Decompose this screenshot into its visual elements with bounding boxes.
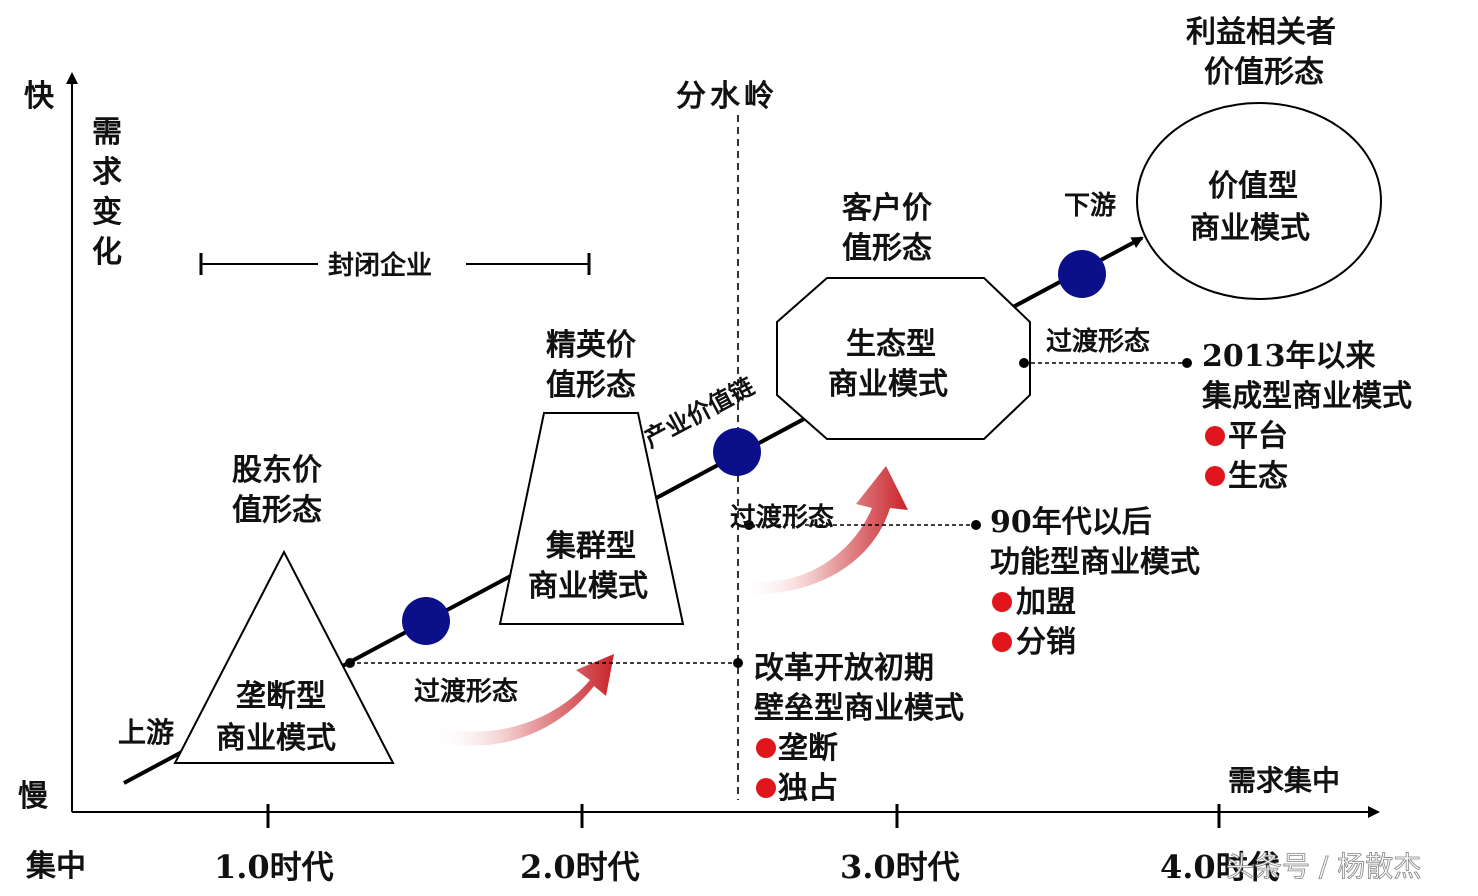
bullet-dot	[1205, 466, 1225, 486]
stage-form: 值形态	[232, 493, 322, 528]
cluster-model-shape	[498, 412, 685, 625]
bullet-text: 垄断	[778, 731, 838, 766]
bullet-text: 生态	[1228, 459, 1288, 494]
y-label-char: 化	[92, 235, 122, 270]
stage-form: 值形态	[842, 231, 932, 266]
stage-model: 商业模式	[528, 569, 648, 604]
transition-label: 过渡形态	[730, 502, 834, 533]
stage-model: 生态型	[846, 327, 936, 362]
upstream-label: 上游	[118, 716, 174, 749]
stage-form: 价值形态	[1204, 55, 1324, 90]
watermark: 头条号 / 杨散杰	[1226, 850, 1421, 883]
y-fast-label: 快	[24, 79, 55, 114]
transition-period: 改革开放初期	[754, 651, 934, 686]
x-start-label: 集中	[25, 849, 86, 884]
bullet-text: 平台	[1228, 419, 1288, 454]
transition-period: 90年代以后	[990, 505, 1152, 540]
transition-model: 壁垒型商业模式	[754, 691, 964, 726]
stage-form: 客户价	[842, 191, 932, 226]
transition-dot	[1019, 358, 1029, 368]
transition-arrow	[742, 466, 908, 595]
transition-label: 过渡形态	[414, 676, 518, 707]
bullet-text: 加盟	[1016, 585, 1076, 620]
bullet-text: 独占	[778, 771, 838, 806]
chain-node	[402, 597, 450, 645]
bullet-text: 分销	[1016, 625, 1076, 660]
bullet-dot	[756, 778, 776, 798]
stage-model: 商业模式	[1190, 211, 1310, 246]
stage-model: 集群型	[545, 529, 636, 564]
bullet-dot	[756, 738, 776, 758]
watershed-label: 分水岭	[676, 79, 778, 114]
value-model-shape	[1136, 102, 1382, 300]
ecosystem-model-shape	[776, 277, 1031, 440]
transition-model: 集成型商业模式	[1201, 379, 1412, 414]
bullet-dot	[1205, 426, 1225, 446]
era-label: 2.0时代	[520, 848, 640, 886]
stage-model: 商业模式	[216, 721, 336, 756]
stage-model: 价值型	[1208, 169, 1298, 204]
transition-dot	[971, 520, 981, 530]
transition-period: 2013年以来	[1202, 339, 1376, 374]
y-slow-label: 慢	[18, 779, 49, 814]
transition-dot	[733, 658, 743, 668]
transition-dot	[345, 658, 355, 668]
transition-label: 过渡形态	[1046, 326, 1150, 357]
stage-form: 利益相关者	[1186, 15, 1336, 50]
y-label-char: 需	[92, 115, 122, 150]
chain-node	[1058, 250, 1106, 298]
stage-model: 垄断型	[236, 679, 326, 714]
y-label-char: 变	[92, 195, 122, 230]
stage-model: 商业模式	[828, 367, 948, 402]
x-right-label: 需求集中	[1228, 764, 1340, 797]
chain-node	[713, 428, 761, 476]
closed-enterprise-label: 封闭企业	[328, 250, 432, 281]
y-label-char: 求	[92, 155, 122, 190]
era-label: 3.0时代	[840, 848, 960, 886]
era-label: 4.0时代	[1160, 848, 1280, 886]
transition-model: 功能型商业模式	[990, 545, 1200, 580]
monopoly-model-shape	[173, 549, 395, 764]
bullet-dot	[992, 632, 1012, 652]
transition-dot	[744, 520, 754, 530]
era-label: 1.0时代	[214, 848, 334, 886]
bullet-dot	[992, 592, 1012, 612]
downstream-label: 下游	[1064, 191, 1116, 221]
stage-form: 值形态	[546, 368, 636, 403]
stage-form: 股东价	[232, 453, 322, 488]
stage-form: 精英价	[546, 328, 636, 363]
transition-dot	[1182, 358, 1192, 368]
